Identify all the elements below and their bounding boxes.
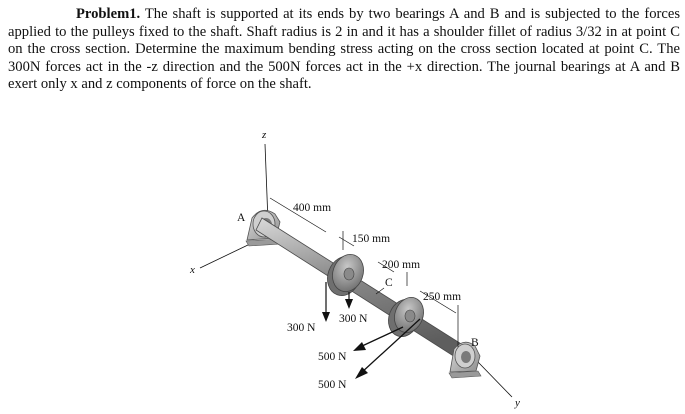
axis-z: z [261, 129, 269, 223]
force-300-left-label: 300 N [287, 322, 316, 334]
dimension-400-label: 400 mm [293, 202, 331, 214]
problem-body: The shaft is supported at its ends by tw… [8, 6, 680, 93]
dimension-200: 200 mm [377, 259, 420, 286]
dimension-250: 250 mm [419, 290, 461, 347]
problem-title: Problem1. [76, 6, 141, 22]
pulley-1 [327, 254, 364, 296]
dimension-400: 400 mm [269, 197, 331, 233]
dimension-150: 150 mm [338, 231, 390, 250]
axis-x: x [189, 243, 251, 276]
dimension-250-label: 250 mm [423, 291, 461, 303]
point-a-label: A [237, 212, 246, 224]
problem-statement: Problem1. The shaft is supported at its … [8, 6, 680, 94]
point-c-label: C [385, 277, 393, 289]
force-500-upper-label: 500 N [318, 351, 347, 363]
dimension-200-label: 200 mm [382, 259, 420, 271]
force-300-left: 300 N [287, 282, 330, 334]
axis-x-label: x [189, 264, 195, 276]
force-500-lower: 500 N [318, 318, 421, 391]
force-500-upper: 500 N [318, 326, 404, 363]
force-500-lower-label: 500 N [318, 379, 347, 391]
axis-z-label: z [261, 129, 267, 141]
point-c-marker: C [375, 277, 393, 295]
axis-y: y [477, 361, 520, 409]
force-300-right-label: 300 N [339, 313, 368, 325]
axis-y-label: y [514, 397, 520, 409]
dimension-150-label: 150 mm [352, 233, 390, 245]
bearing-b [448, 341, 482, 379]
force-300-right: 300 N [339, 292, 368, 325]
point-b-label: B [471, 337, 479, 349]
